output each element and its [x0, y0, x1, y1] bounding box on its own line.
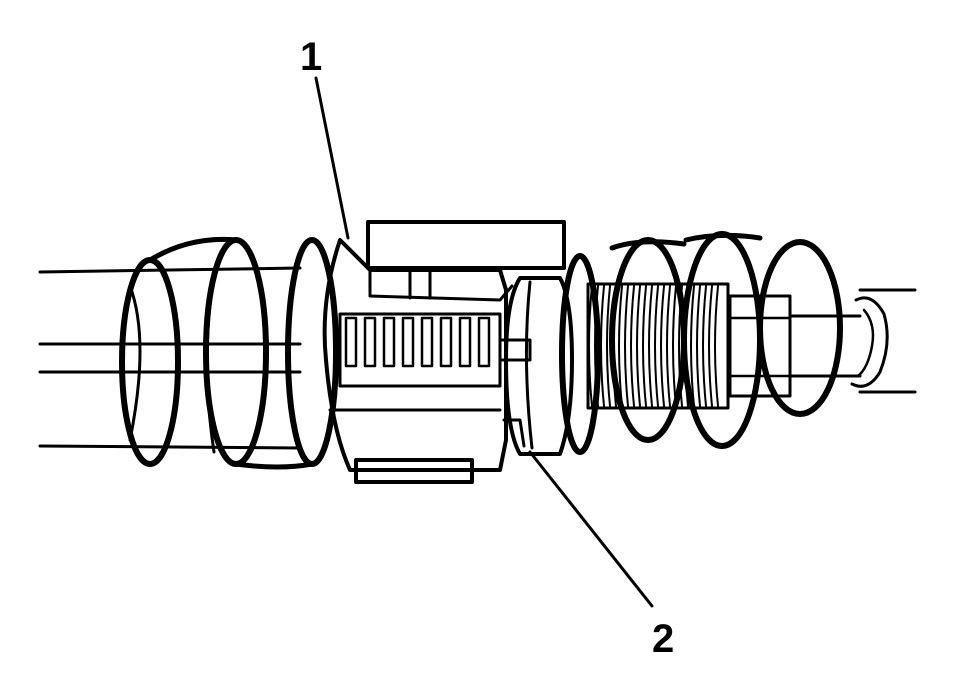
thread-line	[666, 285, 671, 407]
thread-line	[660, 285, 665, 407]
thread-line	[630, 285, 635, 407]
thread-line	[606, 285, 611, 407]
thread-line	[588, 285, 593, 407]
thread-line	[708, 285, 713, 407]
right-coil-spring	[559, 231, 843, 455]
thread-line	[624, 285, 629, 407]
thread-line	[642, 285, 647, 407]
thread-line	[618, 285, 623, 407]
thread-line	[690, 285, 695, 407]
left-coil-spring	[119, 236, 339, 470]
thread-line	[714, 285, 719, 407]
comb-tooth	[363, 316, 377, 368]
threads	[588, 285, 719, 407]
comb-teeth	[344, 316, 491, 368]
thread-line	[702, 285, 707, 407]
comb-tooth	[458, 316, 472, 368]
retainer-collar	[498, 276, 574, 456]
comb-tooth	[420, 316, 434, 368]
callout-1: 1	[300, 35, 322, 79]
right-shaft	[850, 288, 917, 394]
leader-lines	[314, 76, 654, 608]
comb-tooth	[439, 316, 453, 368]
comb-tooth	[401, 316, 415, 368]
thread-line	[672, 285, 677, 407]
leader-line-1	[314, 76, 350, 240]
comb-tooth	[477, 316, 491, 368]
comb-tooth	[344, 316, 358, 368]
callout-2: 2	[652, 617, 674, 661]
thread-line	[600, 285, 605, 407]
leader-line-2	[528, 450, 654, 608]
retainer-clip-body	[322, 220, 566, 484]
thread-line	[654, 285, 659, 407]
thread-line	[636, 285, 641, 407]
thread-line	[696, 285, 701, 407]
threaded-section	[586, 282, 730, 410]
comb-tooth	[382, 316, 396, 368]
thread-line	[648, 285, 653, 407]
